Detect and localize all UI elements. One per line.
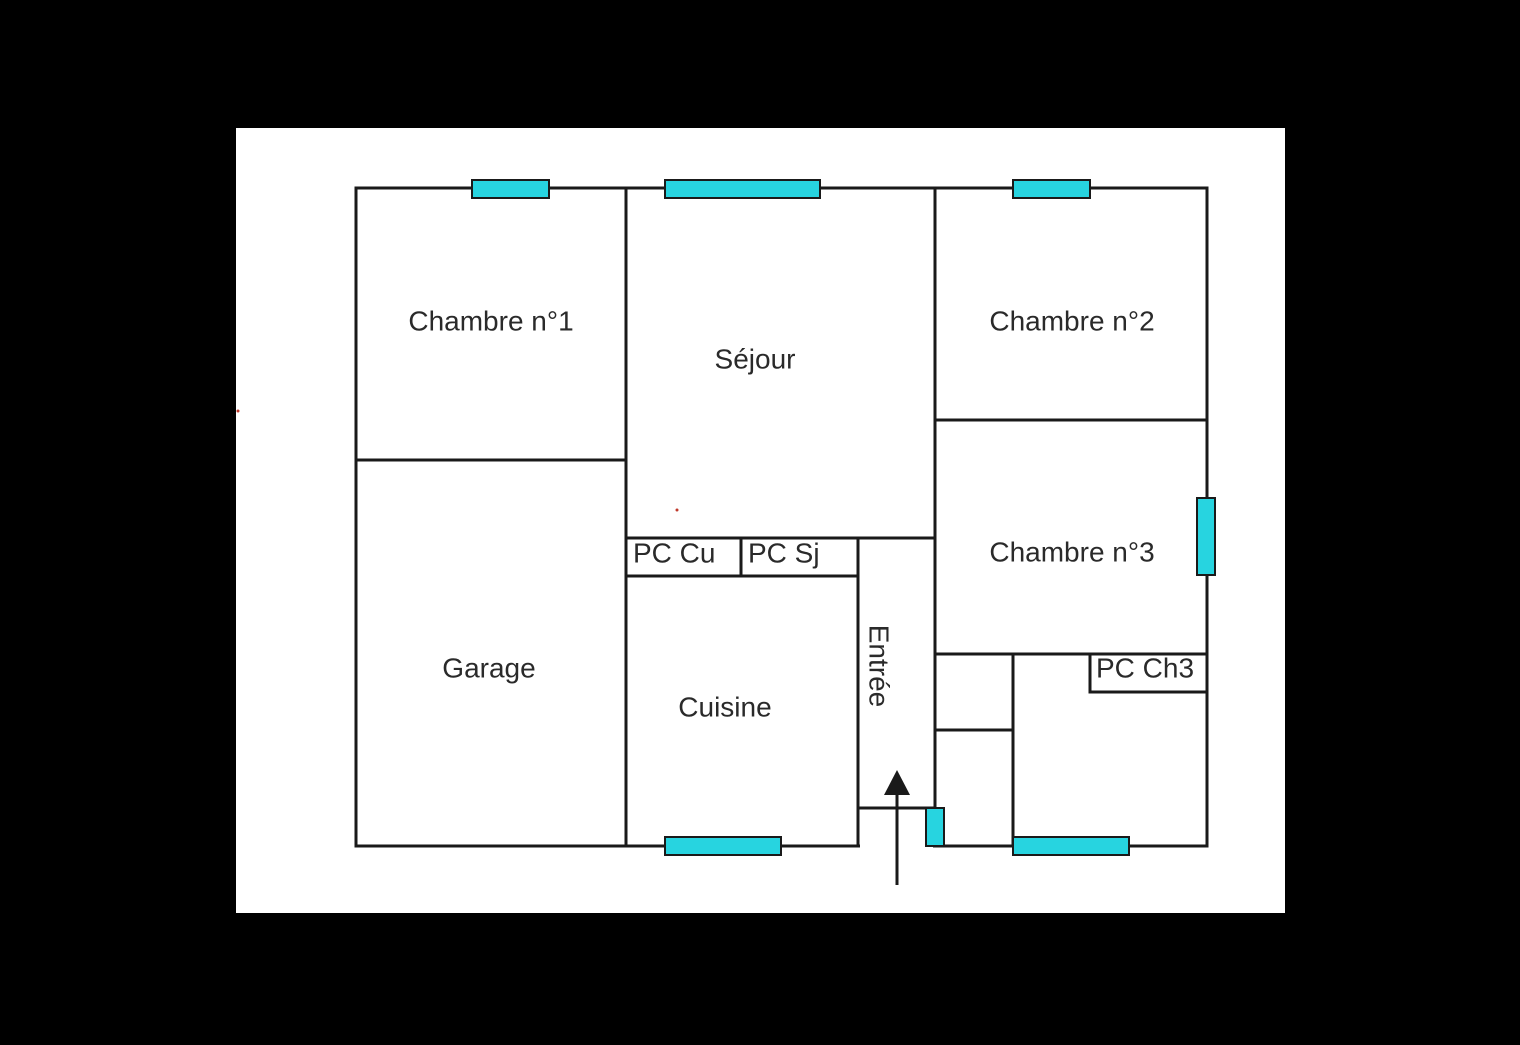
room-label-garage: Garage (442, 652, 535, 683)
window-cuisine (664, 836, 782, 856)
window-bedroom3-south (1012, 836, 1130, 856)
room-label-sejour: Séjour (715, 343, 796, 374)
entrance-arrow-head-icon (884, 770, 910, 795)
room-label-pc-sj: PC Sj (748, 537, 820, 568)
window-chambre3 (1196, 497, 1216, 576)
red-dot-marker (236, 409, 240, 413)
room-label-chambre3: Chambre n°3 (989, 536, 1154, 567)
room-label-pc-cu: PC Cu (633, 537, 715, 568)
room-label-entree: Entrée (864, 625, 895, 708)
room-label-cuisine: Cuisine (678, 691, 771, 722)
window-chambre2 (1012, 179, 1091, 199)
room-label-chambre2: Chambre n°2 (989, 305, 1154, 336)
window-chambre1 (471, 179, 550, 199)
entrance-arrow (884, 770, 910, 885)
room-label-pc-ch3: PC Ch3 (1096, 652, 1194, 683)
room-label-chambre1: Chambre n°1 (408, 305, 573, 336)
red-dot-marker (675, 508, 679, 512)
window-entree (925, 807, 945, 847)
windows (471, 179, 1216, 856)
paper-background (236, 128, 1285, 913)
window-sejour (664, 179, 821, 199)
